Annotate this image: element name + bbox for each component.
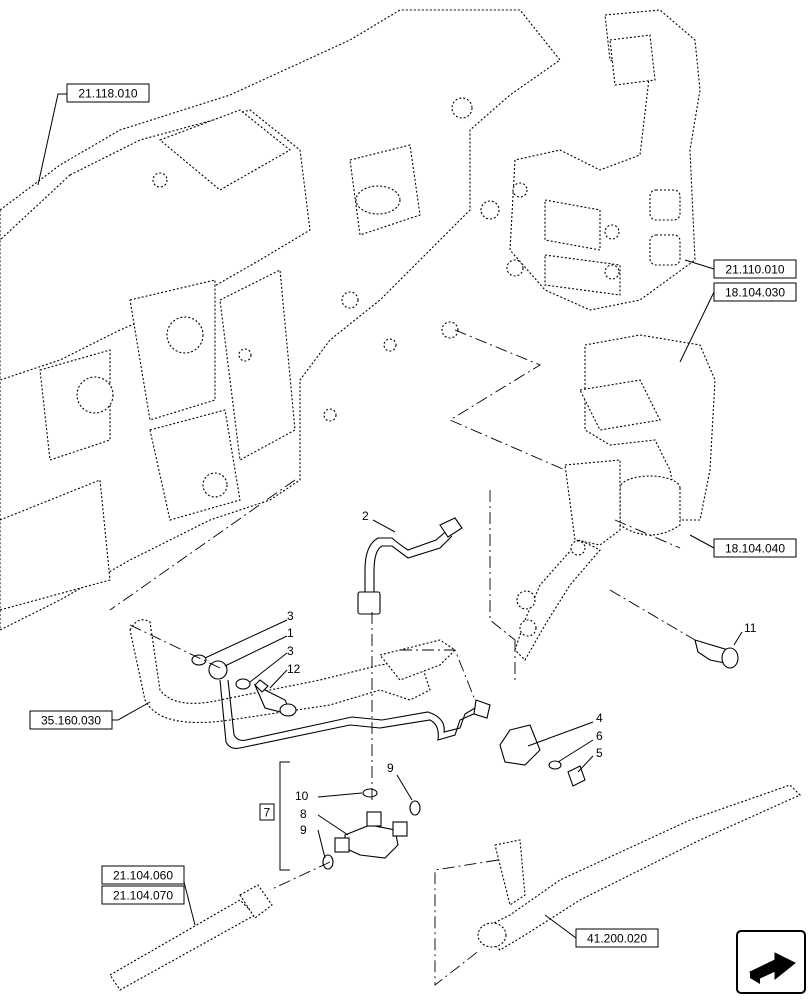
callout-12: 12: [287, 662, 301, 676]
leader-lines: [37, 93, 743, 939]
tee-fitting-part-8: [334, 811, 408, 859]
clip-part-4: [499, 724, 541, 766]
callout-6: 6: [596, 729, 603, 743]
ref-21-104-070[interactable]: 21.104.070: [101, 885, 185, 905]
ref-21-118-010[interactable]: 21.118.010: [66, 83, 150, 103]
svg-text:35.160.030: 35.160.030: [41, 714, 101, 728]
callout-numbers: 3 1 3 12 2 4 6 5 11 10 8 9 9 7: [259, 509, 757, 837]
callout-1: 1: [287, 626, 294, 640]
pipe-part-1: [208, 660, 491, 749]
svg-text:18.104.040: 18.104.040: [725, 542, 785, 556]
ref-35-160-030[interactable]: 35.160.030: [29, 710, 113, 730]
filter-valve-assembly: [514, 334, 716, 661]
pipe-part-2: [357, 517, 463, 615]
transmission-housing: [0, 9, 561, 631]
reference-labels: 21.118.010 21.110.010 18.104.030 18.104.…: [29, 83, 797, 948]
rear-frame: [509, 9, 701, 311]
washer-part-3-upper: [191, 654, 207, 666]
svg-text:21.104.070: 21.104.070: [113, 889, 173, 903]
callout-5: 5: [596, 746, 603, 760]
o-ring-part-9-left: [322, 854, 334, 870]
callout-7: 7: [264, 806, 271, 820]
center-lines: [109, 329, 696, 986]
next-page-arrow-icon[interactable]: [736, 930, 806, 994]
svg-text:21.118.010: 21.118.010: [78, 87, 137, 101]
ref-41-200-020[interactable]: 41.200.020: [575, 928, 659, 948]
callout-7-box: [259, 803, 275, 821]
pipe-41-200-020: [477, 784, 801, 951]
ref-18-104-040[interactable]: 18.104.040: [713, 538, 797, 558]
tube-35-160-030: [129, 619, 456, 723]
callout-4: 4: [596, 711, 603, 725]
callout-2: 2: [362, 509, 369, 523]
washer-part-3-lower: [235, 678, 251, 690]
svg-text:21.104.060: 21.104.060: [113, 869, 173, 883]
ref-18-104-030[interactable]: 18.104.030: [713, 282, 797, 302]
washer-part-6: [548, 760, 562, 770]
callout-11: 11: [744, 621, 757, 635]
callout-9-left: 9: [300, 823, 307, 837]
callout-3-upper: 3: [287, 609, 294, 623]
bolt-part-11: [694, 639, 739, 669]
svg-text:18.104.030: 18.104.030: [725, 286, 785, 300]
callout-3-lower: 3: [287, 644, 294, 658]
callout-10: 10: [295, 789, 309, 803]
callout-8: 8: [300, 807, 307, 821]
svg-text:21.110.010: 21.110.010: [725, 263, 784, 277]
ref-21-110-010[interactable]: 21.110.010: [713, 259, 797, 279]
hose-21-104-060: [109, 884, 273, 991]
ref-21-104-060[interactable]: 21.104.060: [101, 865, 185, 885]
o-ring-part-10: [362, 788, 378, 798]
callout-9-right: 9: [387, 761, 394, 775]
bolt-part-5: [567, 765, 586, 787]
bolt-part-12: [253, 679, 297, 717]
o-ring-part-9-right: [409, 800, 421, 816]
svg-text:41.200.020: 41.200.020: [587, 932, 647, 946]
